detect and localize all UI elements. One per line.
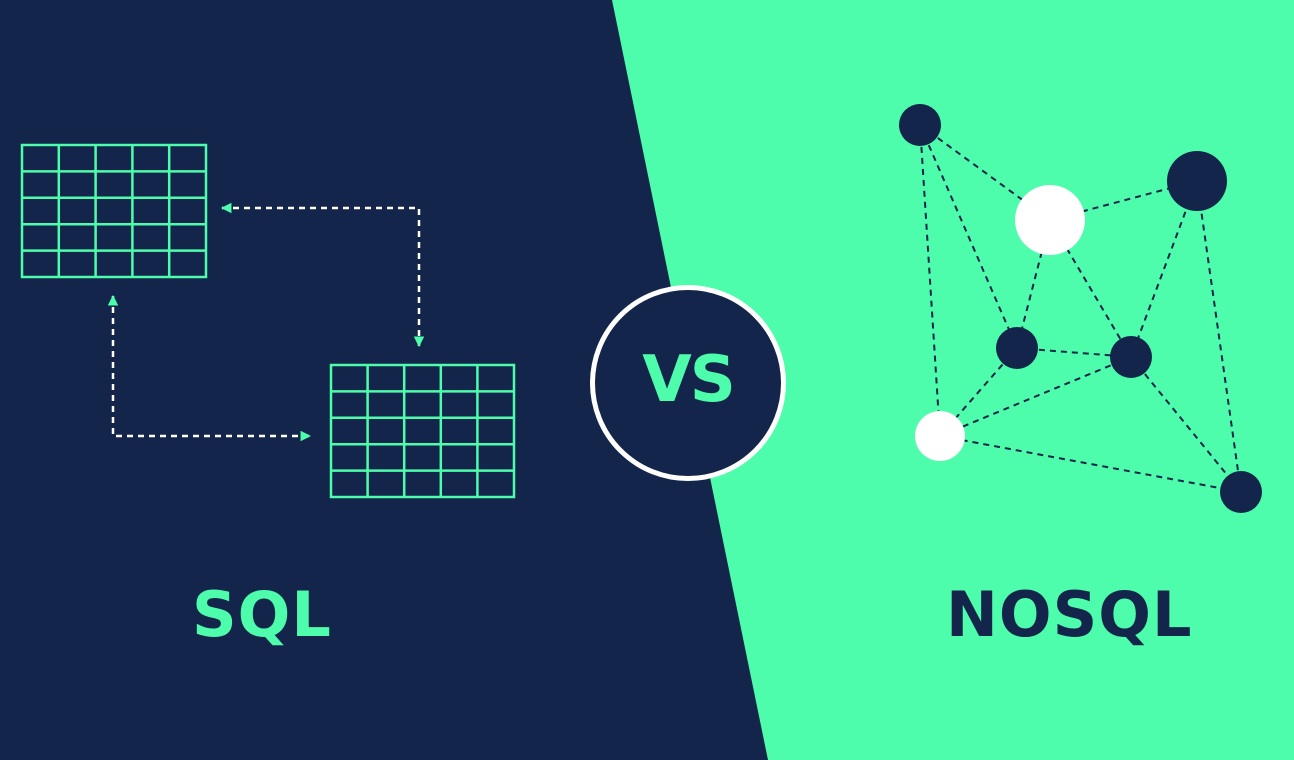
network-node-highlight xyxy=(1015,185,1085,255)
dashed-arrow-table-to-table xyxy=(220,202,425,348)
sql-label: SQL xyxy=(192,578,332,651)
vs-label: VS xyxy=(642,343,736,417)
vs-badge: VS xyxy=(590,285,786,481)
dashed-arrow-table-to-table xyxy=(107,294,312,442)
sql-background xyxy=(0,0,768,760)
table-grid-icon xyxy=(20,143,208,279)
network-node xyxy=(1220,471,1262,513)
network-node xyxy=(1167,151,1227,211)
network-node xyxy=(899,104,941,146)
network-node-highlight xyxy=(915,411,965,461)
network-node xyxy=(996,327,1038,369)
network-node xyxy=(1110,336,1152,378)
table-grid-icon xyxy=(329,363,516,499)
nosql-label: NOSQL xyxy=(946,578,1193,651)
